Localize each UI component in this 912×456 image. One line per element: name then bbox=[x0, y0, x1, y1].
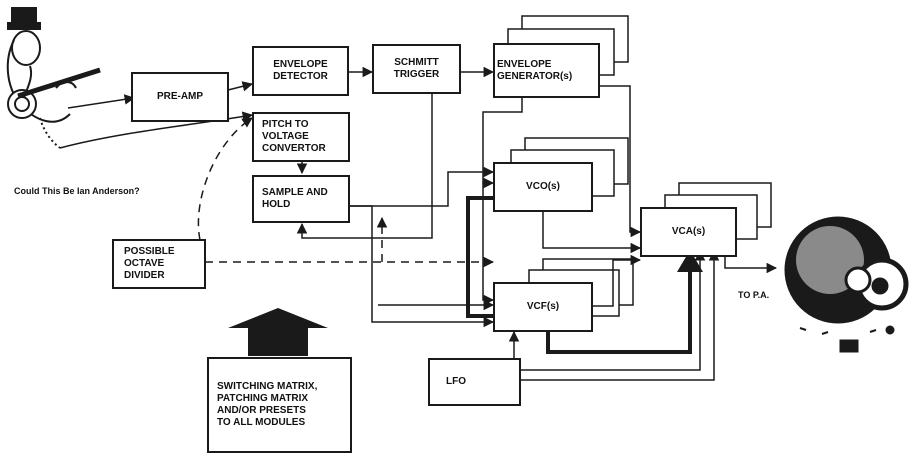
lfo-block: LFO bbox=[428, 358, 521, 406]
flute-player-icon bbox=[8, 8, 100, 148]
preamp-label: PRE-AMP bbox=[157, 91, 203, 103]
octave-divider-label: POSSIBLE OCTAVE DIVIDER bbox=[124, 246, 175, 282]
preamp-block: PRE-AMP bbox=[131, 72, 229, 122]
vcf-block: VCF(s) bbox=[493, 282, 593, 332]
lfo-label: LFO bbox=[446, 376, 466, 388]
vca-label: VCA(s) bbox=[672, 226, 705, 238]
octave-divider-block: POSSIBLE OCTAVE DIVIDER bbox=[112, 239, 206, 289]
envelope-detector-block: ENVELOPE DETECTOR bbox=[252, 46, 349, 96]
schmitt-trigger-label: SCHMITT TRIGGER bbox=[394, 57, 440, 81]
vco-block: VCO(s) bbox=[493, 162, 593, 212]
sample-and-hold-label: SAMPLE AND HOLD bbox=[262, 187, 328, 211]
output-label: TO P.A. bbox=[738, 290, 769, 300]
envelope-generator-block: ENVELOPE GENERATOR(s) bbox=[493, 43, 600, 98]
envelope-generator-label: ENVELOPE GENERATOR(s) bbox=[497, 59, 572, 83]
envelope-detector-label: ENVELOPE DETECTOR bbox=[273, 59, 328, 83]
pitch-to-voltage-label: PITCH TO VOLTAGE CONVERTOR bbox=[262, 119, 326, 155]
pitch-to-voltage-block: PITCH TO VOLTAGE CONVERTOR bbox=[252, 112, 350, 162]
caption-text: Could This Be Ian Anderson? bbox=[14, 186, 140, 196]
vco-label: VCO(s) bbox=[526, 181, 560, 193]
switching-matrix-label: SWITCHING MATRIX, PATCHING MATRIX AND/OR… bbox=[217, 381, 317, 429]
speaker-icon bbox=[786, 218, 906, 352]
schmitt-trigger-block: SCHMITT TRIGGER bbox=[372, 44, 461, 94]
vcf-label: VCF(s) bbox=[527, 301, 559, 313]
switching-matrix-block: SWITCHING MATRIX, PATCHING MATRIX AND/OR… bbox=[207, 357, 352, 453]
vca-block: VCA(s) bbox=[640, 207, 737, 257]
big-up-arrow-icon bbox=[228, 308, 328, 356]
sample-and-hold-block: SAMPLE AND HOLD bbox=[252, 175, 350, 223]
